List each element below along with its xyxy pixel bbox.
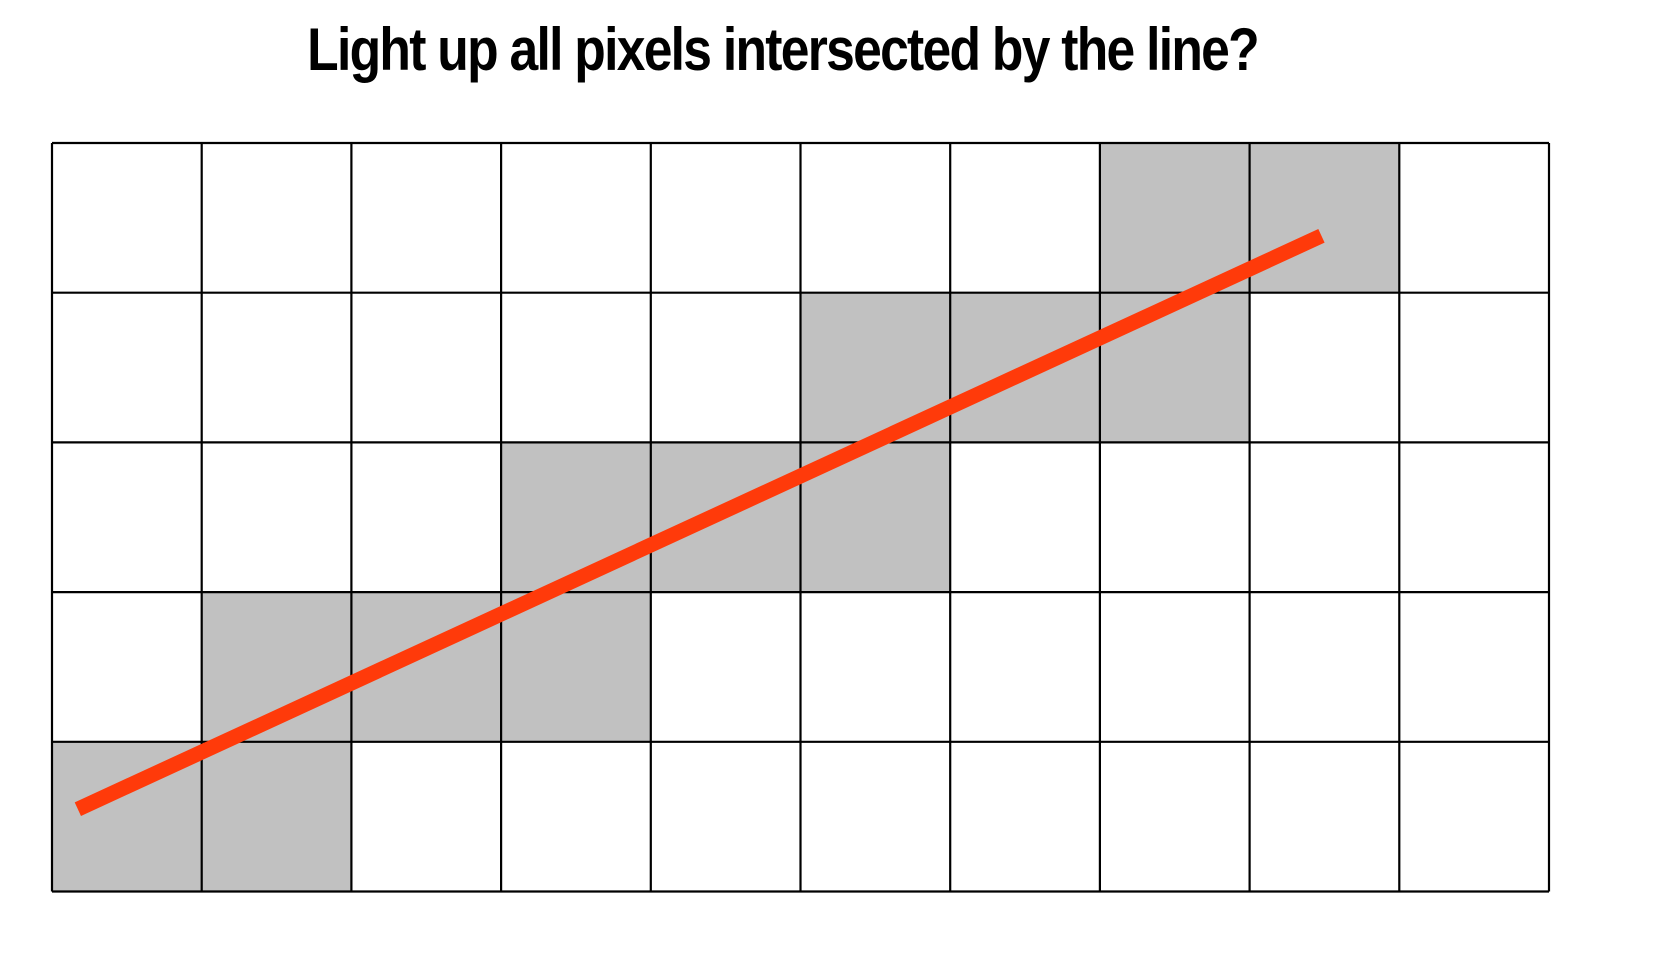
lit-pixel-cell [501, 442, 651, 593]
grid-lines-group [50, 141, 1551, 893]
lit-pixel-cell [1249, 143, 1400, 293]
lit-pixel-cell [501, 592, 651, 742]
slide-title: Light up all pixels intersected by the l… [307, 16, 1260, 83]
lit-pixel-cell [1099, 143, 1250, 293]
raster-line [74, 229, 1325, 816]
lit-pixel-cell [201, 741, 352, 892]
lit-pixel-cell [1099, 292, 1250, 443]
